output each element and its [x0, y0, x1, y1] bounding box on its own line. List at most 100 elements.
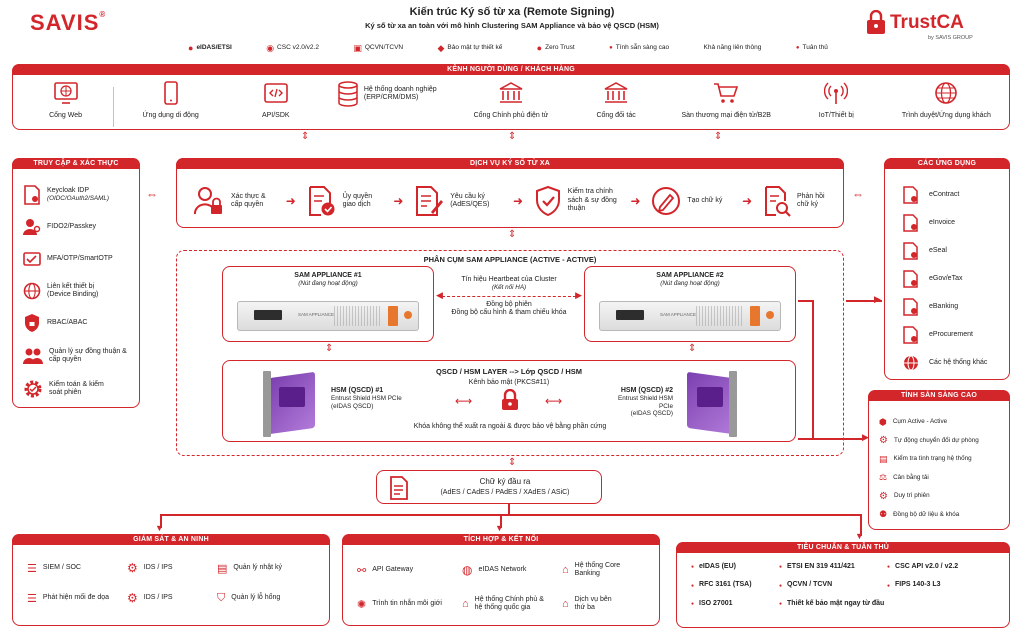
clipboard-icon: ▤ — [879, 453, 888, 464]
server-image: SAM APPLIANCE — [237, 301, 419, 331]
cluster-zone — [176, 250, 844, 456]
compliance-item: ●Thiết kế bảo mật ngay từ đầu — [779, 599, 885, 607]
connector-arrow: ⇔ — [146, 187, 158, 201]
globe-icon: ◍ — [462, 563, 473, 577]
ha-item: ⚖Cân bằng tải — [879, 472, 929, 483]
cluster-icon: ⬢ — [879, 416, 887, 427]
channel-enterprise: Hệ thống doanh nghiệp (ERP/CRM/DMS) — [336, 81, 446, 107]
connector-arrow: ⇕ — [301, 131, 310, 142]
ha-item: ⚙Duy trì phiên — [879, 490, 930, 502]
connector-arrow: ⇕ — [688, 343, 697, 354]
bullet-icon: ● — [887, 582, 891, 589]
document-gear-icon — [903, 270, 918, 288]
access-item: MFA/OTP/SmartOTP — [23, 243, 135, 275]
app-item: eGov/eTax — [903, 265, 1005, 293]
service-step: Kiểm tra chính sách & sự đồng thuận — [534, 185, 620, 217]
hsm-card-2 — [679, 367, 739, 439]
ha-item: ⚙Tự động chuyển đổi dự phòng — [879, 435, 979, 447]
document-check-icon — [308, 186, 335, 216]
bullet-icon: ● — [691, 564, 695, 571]
compliance-item: ●FIPS 140-3 L3 — [887, 581, 941, 589]
flow-arrow-icon: ➜ — [285, 194, 296, 208]
gear-icon: ⚙ — [127, 591, 138, 605]
document-icon: ▤ — [217, 562, 228, 575]
monitoring-item: ☰SIEM / SOC — [27, 562, 81, 575]
document-sign-icon — [416, 186, 444, 216]
building-icon: ⌂ — [562, 598, 569, 610]
antenna-icon — [824, 82, 849, 104]
gear-icon: ⚙ — [879, 435, 888, 447]
standard-compliance: ●Tuân thủ — [795, 44, 828, 52]
document-gear-icon — [903, 298, 918, 316]
database-icon — [338, 81, 358, 107]
dot-icon: ● — [609, 44, 613, 51]
government-icon: ⌂ — [462, 598, 469, 610]
document-gear-icon — [903, 186, 918, 204]
standard-zerotrust: ●Zero Trust — [536, 43, 575, 53]
integration-panel: TÍCH HỢP & KẾT NỐI ⚯API Gateway ◍eIDAS N… — [342, 534, 660, 626]
app-item: eBanking — [903, 293, 1005, 321]
hsm-layer-panel: QSCD / HSM LAYER --> Lớp QSCD / HSM Kênh… — [222, 360, 796, 442]
channel-iot: IoT/Thiết bị — [796, 81, 876, 120]
connector-arrow: ⇕ — [508, 457, 517, 468]
integration-item: ⌂Hệ thống Core Banking — [562, 561, 621, 577]
gear-check-icon — [24, 380, 42, 398]
standard-interop: Khả năng liên thông — [703, 44, 762, 52]
channel-api: API/SDK — [231, 81, 321, 120]
connector-arrow: ⟷ — [545, 394, 563, 408]
document-icon — [390, 476, 408, 500]
bullet-icon: ● — [779, 582, 783, 589]
app-item: eProcurement — [903, 321, 1005, 349]
app-item: eContract — [903, 181, 1005, 209]
globe-icon — [23, 282, 41, 300]
standard-qcvn: ▣QCVN/TCVN — [353, 42, 404, 53]
connector-arrow: ⇕ — [714, 131, 723, 142]
user-lock-icon — [194, 187, 222, 215]
monitoring-item: ☰Phát hiện mối đe dọa — [27, 592, 110, 605]
hsm-note: Khóa không thể xuất ra ngoài & được bảo … — [413, 423, 607, 430]
building-icon — [604, 82, 628, 103]
gear-icon: ⚙ — [127, 561, 138, 575]
shield-lock-icon — [867, 10, 885, 34]
standard-ha: ●Tính sẵn sàng cao — [609, 44, 670, 52]
pen-circle-icon — [652, 187, 681, 215]
service-step: Phản hồi chữ ký — [763, 185, 833, 217]
monitoring-item: ⛉Quản lý lỗ hổng — [217, 591, 281, 604]
shield-icon: ⛉ — [217, 591, 226, 604]
document-search-icon — [764, 186, 791, 217]
globe-icon — [904, 355, 918, 371]
shield-check-icon — [535, 185, 560, 217]
flow-arrow-icon: ➜ — [512, 194, 524, 208]
users-icon: ⚉ — [879, 509, 888, 520]
integration-title: TÍCH HỢP & KẾT NỐI — [342, 534, 660, 545]
monitor-icon: ▣ — [353, 42, 362, 53]
hsm-1-info: HSM (QSCD) #1 Entrust Shield HSM PCIe (e… — [331, 387, 402, 410]
flow-arrow-icon: ➜ — [630, 194, 641, 208]
integration-item: ⌂Dịch vụ bên thứ ba — [562, 595, 612, 611]
government-icon — [499, 82, 523, 103]
access-item: Liên kết thiết bị(Device Binding) — [23, 275, 135, 307]
connector-arrow: ⟷ — [455, 394, 473, 408]
standard-csc: ◉CSC v2.0/v2.2 — [266, 42, 319, 53]
compliance-item: ●RFC 3161 (TSA) — [691, 581, 752, 589]
cluster-title: PHÂN CỤM SAM APPLIANCE (ACTIVE - ACTIVE) — [423, 255, 597, 264]
flow-arrow-icon: ➜ — [742, 194, 753, 208]
service-step: Xác thực & cấp quyền — [193, 185, 275, 217]
monitoring-title: GIÁM SÁT & AN NINH — [12, 534, 330, 545]
bullet-icon: ● — [779, 564, 783, 571]
sam-appliance-2: SAM APPLIANCE #2 (Nút đang hoạt động) SA… — [584, 266, 796, 342]
database-icon: ☰ — [27, 562, 37, 575]
channel-web: Cổng Web — [21, 81, 111, 120]
apps-panel: CÁC ỨNG DỤNG eContract eInvoice eSeal eG… — [884, 158, 1010, 380]
app-item: Các hệ thống khác — [903, 349, 1005, 377]
ha-item: ⚉Đồng bộ dữ liệu & khóa — [879, 509, 960, 520]
heartbeat-info: Tín hiệu Heartbeat của Cluster (Kết nối … — [436, 276, 582, 317]
bank-icon: ⌂ — [562, 564, 569, 576]
app-item: eSeal — [903, 237, 1005, 265]
service-panel: DỊCH VỤ KÝ SỐ TỪ XA Xác thực & cấp quyền… — [176, 158, 844, 228]
document-gear-icon — [903, 242, 918, 260]
access-item: Quản lý sự đồng thuận & cấp quyền — [23, 339, 135, 373]
broker-icon: ✺ — [357, 598, 367, 611]
compliance-item: ●CSC API v2.0 / v2.2 — [887, 563, 959, 571]
access-item: Keycloak IDP(OIDC/OAuth2/SAML) — [23, 179, 135, 211]
